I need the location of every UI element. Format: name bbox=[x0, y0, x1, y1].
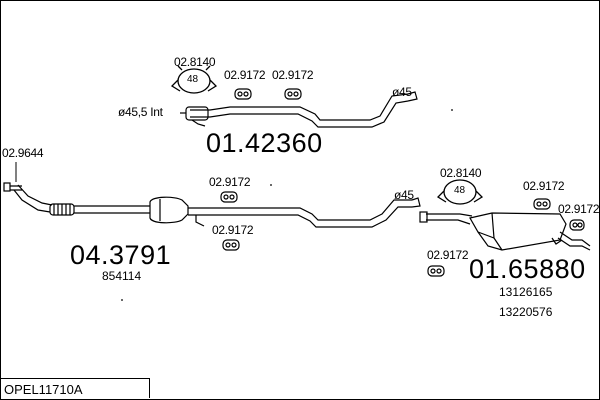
upper-pipe-drawing bbox=[180, 91, 418, 128]
vehicle-code-box: OPEL11710A bbox=[0, 378, 150, 398]
upper-hanger-ref-2: 02.9172 bbox=[272, 68, 314, 82]
upper-clamp-drawing bbox=[170, 65, 218, 94]
mark-dot bbox=[451, 109, 453, 111]
rear-hanger-ref-right-1: 02.9172 bbox=[523, 179, 565, 193]
upper-clamp-ref: 02.8140 bbox=[174, 55, 216, 69]
front-pipe-drawing bbox=[3, 182, 421, 228]
front-gasket-ref: 02.9644 bbox=[2, 146, 44, 160]
front-part-number: 04.3791 bbox=[70, 240, 172, 270]
upper-inlet-diameter: ø45,5 Int bbox=[118, 105, 163, 119]
front-sub-number: 854114 bbox=[102, 269, 142, 283]
mark-dot bbox=[270, 184, 272, 186]
mark-dot bbox=[121, 299, 123, 301]
rear-silencer-drawing bbox=[419, 211, 591, 251]
upper-hanger-ref-1: 02.9172 bbox=[224, 68, 266, 82]
front-hanger-drawing-bottom bbox=[222, 239, 240, 251]
rear-sub-number-1: 13126165 bbox=[499, 285, 553, 299]
upper-hanger-drawing-1 bbox=[234, 88, 252, 100]
upper-clamp-size: 48 bbox=[187, 74, 199, 85]
rear-clamp-drawing bbox=[436, 179, 484, 205]
rear-hanger-ref-right-2: 02.9172 bbox=[558, 202, 600, 216]
upper-outlet-diameter: ø45 bbox=[392, 85, 412, 99]
front-hanger-ref-bottom: 02.9172 bbox=[212, 223, 254, 237]
rear-clamp-ref: 02.8140 bbox=[440, 166, 482, 180]
front-hanger-ref-top: 02.9172 bbox=[209, 175, 251, 189]
rear-hanger-drawing-left bbox=[427, 265, 445, 277]
rear-hanger-drawing-right-2 bbox=[569, 219, 585, 231]
rear-hanger-drawing-right-1 bbox=[533, 198, 551, 210]
front-outlet-diameter: ø45 bbox=[394, 188, 414, 202]
vehicle-code: OPEL11710A bbox=[4, 382, 83, 397]
front-hanger-drawing-top bbox=[220, 191, 238, 203]
upper-hanger-drawing-2 bbox=[284, 88, 302, 100]
rear-clamp-size: 48 bbox=[454, 185, 466, 196]
rear-hanger-ref-left: 02.9172 bbox=[427, 248, 469, 262]
rear-part-number: 01.65880 bbox=[469, 254, 586, 284]
rear-sub-number-2: 13220576 bbox=[499, 305, 553, 319]
upper-part-number: 01.42360 bbox=[206, 128, 323, 158]
